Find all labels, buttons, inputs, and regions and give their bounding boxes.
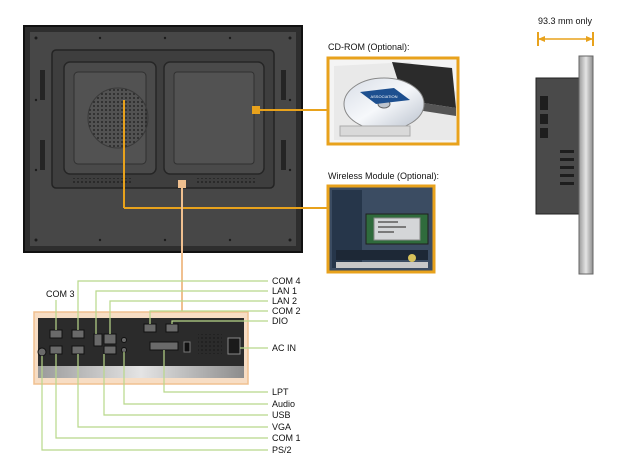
label-com1: COM 1 <box>272 433 301 443</box>
label-vga: VGA <box>272 422 292 432</box>
leader-lines <box>41 280 268 451</box>
rear-panel <box>23 25 303 253</box>
label-lpt: LPT <box>272 387 289 397</box>
wireless-callout-line <box>123 100 328 209</box>
label-com4: COM 4 <box>272 276 301 286</box>
label-ps2: PS/2 <box>272 445 292 455</box>
cdrom-title: CD-ROM (Optional): <box>328 42 410 52</box>
wireless-title: Wireless Module (Optional): <box>328 171 440 181</box>
label-usb: USB <box>272 410 291 420</box>
cdrom-callout-line <box>252 106 328 114</box>
cdrom-disc-text: ASSOCIATION <box>370 94 397 99</box>
wireless-photo <box>326 184 436 274</box>
label-audio: Audio <box>272 399 296 409</box>
label-ac-in: AC IN <box>272 343 297 353</box>
cdrom-photo: ASSOCIATION <box>326 56 460 146</box>
label-com3: COM 3 <box>46 289 75 299</box>
label-dio: DIO <box>272 316 289 326</box>
depth-label: 93.3 mm only <box>538 16 593 26</box>
label-lan1: LAN 1 <box>272 286 298 296</box>
label-lan2: LAN 2 <box>272 296 298 306</box>
side-profile <box>535 32 594 275</box>
io-panel <box>33 311 249 385</box>
label-com2: COM 2 <box>272 306 301 316</box>
